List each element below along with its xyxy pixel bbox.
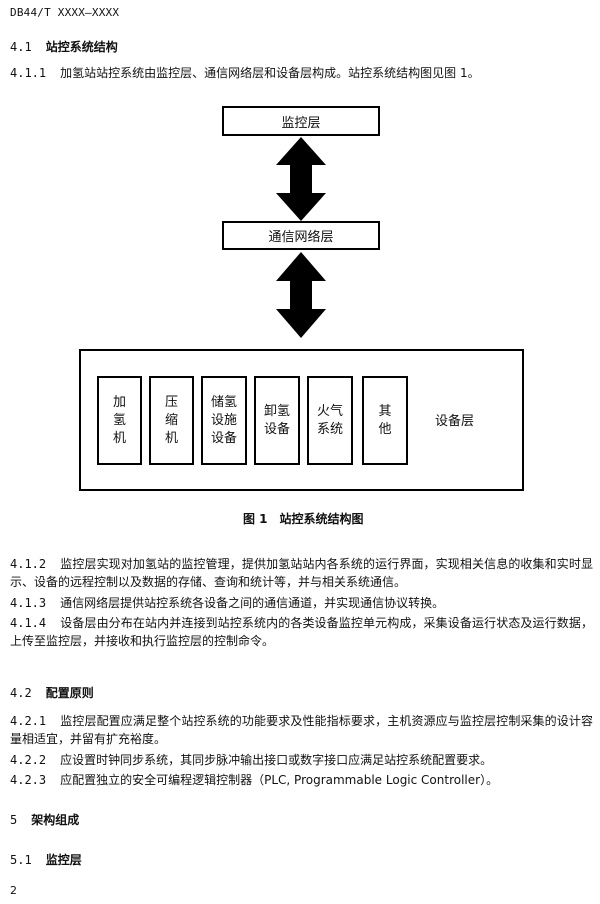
paragraph-4-1-1: 4.1.1 加氢站站控系统由监控层、通信网络层和设备层构成。站控系统结构图见图 1… <box>10 64 480 82</box>
paragraph-4-1-3: 4.1.3 通信网络层提供站控系统各设备之间的通信通道，并实现通信协议转换。 <box>10 594 444 612</box>
section-title: 架构组成 <box>31 813 80 827</box>
section-heading-4-2: 4.2 配置原则 <box>10 684 94 701</box>
clause-text: 监控层实现对加氢站的监控管理，提供加氢站站内各系统的运行界面，实现相关信息的收集… <box>10 557 593 589</box>
clause-number: 4.2.2 <box>10 753 47 767</box>
equipment-item-label: 其他 <box>378 403 392 437</box>
equipment-item-compressor: 压缩机 <box>149 376 194 465</box>
section-number: 4.1 <box>10 40 32 54</box>
clause-number: 4.1.3 <box>10 596 47 610</box>
clause-text: 通信网络层提供站控系统各设备之间的通信通道，并实现通信协议转换。 <box>60 596 445 610</box>
monitoring-layer-label: 监控层 <box>281 115 321 131</box>
section-number: 5.1 <box>10 853 32 867</box>
clause-text: 设备层由分布在站内并连接到站控系统内的各类设备监控单元构成，采集设备运行状态及运… <box>10 616 593 648</box>
equipment-item-label: 加氢机 <box>112 394 126 446</box>
equipment-item-label: 卸氢设备 <box>263 403 290 437</box>
network-layer-box: 通信网络层 <box>222 221 380 250</box>
monitoring-layer-box: 监控层 <box>222 106 380 136</box>
section-heading-5-1: 5.1 监控层 <box>10 851 82 868</box>
section-number: 5 <box>10 813 18 827</box>
clause-text: 监控层配置应满足整个站控系统的功能要求及性能指标要求，主机资源应与监控层控制采集… <box>10 714 593 746</box>
clause-number: 4.2.1 <box>10 714 47 728</box>
clause-text: 应配置独立的安全可编程逻辑控制器（PLC, Programmable Logic… <box>60 773 499 787</box>
clause-number: 4.2.3 <box>10 773 47 787</box>
section-heading-5: 5 架构组成 <box>10 811 79 828</box>
equipment-item-label: 火气系统 <box>316 403 343 437</box>
clause-number: 4.1.2 <box>10 557 47 571</box>
equipment-item-unloading: 卸氢设备 <box>254 376 300 465</box>
equipment-item-dispenser: 加氢机 <box>97 376 142 465</box>
clause-number: 4.1.1 <box>10 66 47 80</box>
equipment-item-storage: 储氢设施设备 <box>201 376 247 465</box>
clause-number: 4.1.4 <box>10 616 47 630</box>
equipment-layer-container: 加氢机 压缩机 储氢设施设备 卸氢设备 火气系统 其他 设备层 <box>79 349 524 491</box>
section-heading-4-1: 4.1 站控系统结构 <box>10 38 118 55</box>
figure-caption: 图 1 站控系统结构图 <box>243 512 364 526</box>
section-title: 配置原则 <box>45 686 94 700</box>
section-title: 监控层 <box>45 853 82 867</box>
network-layer-label: 通信网络层 <box>268 230 334 245</box>
equipment-item-fire-gas: 火气系统 <box>307 376 353 465</box>
equipment-item-label: 压缩机 <box>164 394 178 446</box>
double-arrow-icon <box>276 137 326 221</box>
equipment-layer-label: 设备层 <box>435 414 475 429</box>
clause-text: 加氢站站控系统由监控层、通信网络层和设备层构成。站控系统结构图见图 1。 <box>60 66 480 80</box>
equipment-item-label: 储氢设施设备 <box>210 394 237 446</box>
section-title: 站控系统结构 <box>45 40 118 54</box>
paragraph-4-2-2: 4.2.2 应设置时钟同步系统，其同步脉冲输出接口或数字接口应满足站控系统配置要求… <box>10 751 492 769</box>
equipment-item-other: 其他 <box>362 376 408 465</box>
double-arrow-icon <box>276 252 326 338</box>
clause-text: 应设置时钟同步系统，其同步脉冲输出接口或数字接口应满足站控系统配置要求。 <box>60 753 493 767</box>
section-number: 4.2 <box>10 686 32 700</box>
paragraph-4-2-3: 4.2.3 应配置独立的安全可编程逻辑控制器（PLC, Programmable … <box>10 771 498 789</box>
page-number: 2 <box>10 884 17 897</box>
document-id-header: DB44/T XXXX—XXXX <box>10 6 120 19</box>
